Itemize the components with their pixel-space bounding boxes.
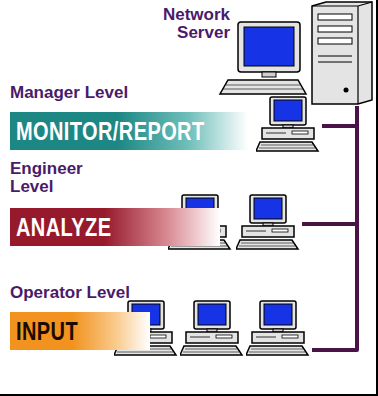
level-heading: Engineer Level — [10, 160, 106, 196]
level-band: MONITOR/REPORT — [10, 112, 248, 150]
network-line — [322, 106, 357, 126]
operator-workstation — [246, 301, 308, 355]
level-band: INPUT — [10, 312, 150, 350]
server-node: Network Server — [148, 2, 374, 106]
band-text: INPUT — [16, 317, 78, 346]
manager-workstation — [256, 97, 318, 151]
server-tower — [312, 2, 372, 104]
engineer-workstation — [236, 195, 298, 249]
band-text: MONITOR/REPORT — [16, 117, 205, 146]
level-group: Manager LevelMONITOR/REPORT — [10, 84, 322, 152]
level-heading: Manager Level — [10, 84, 210, 102]
level-heading: Operator Level — [10, 284, 210, 302]
network-line — [312, 106, 357, 350]
frame-line — [376, 0, 378, 396]
band-text: ANALYZE — [16, 213, 111, 242]
server-label: Network Server — [148, 6, 230, 42]
frame-line — [0, 394, 378, 396]
level-band: ANALYZE — [10, 208, 220, 246]
network-line — [302, 106, 357, 224]
level-group: Engineer LevelANALYZE — [10, 160, 302, 248]
operator-workstation — [180, 301, 242, 355]
level-group: Operator LevelINPUT — [10, 284, 312, 352]
server-monitor — [220, 22, 306, 94]
